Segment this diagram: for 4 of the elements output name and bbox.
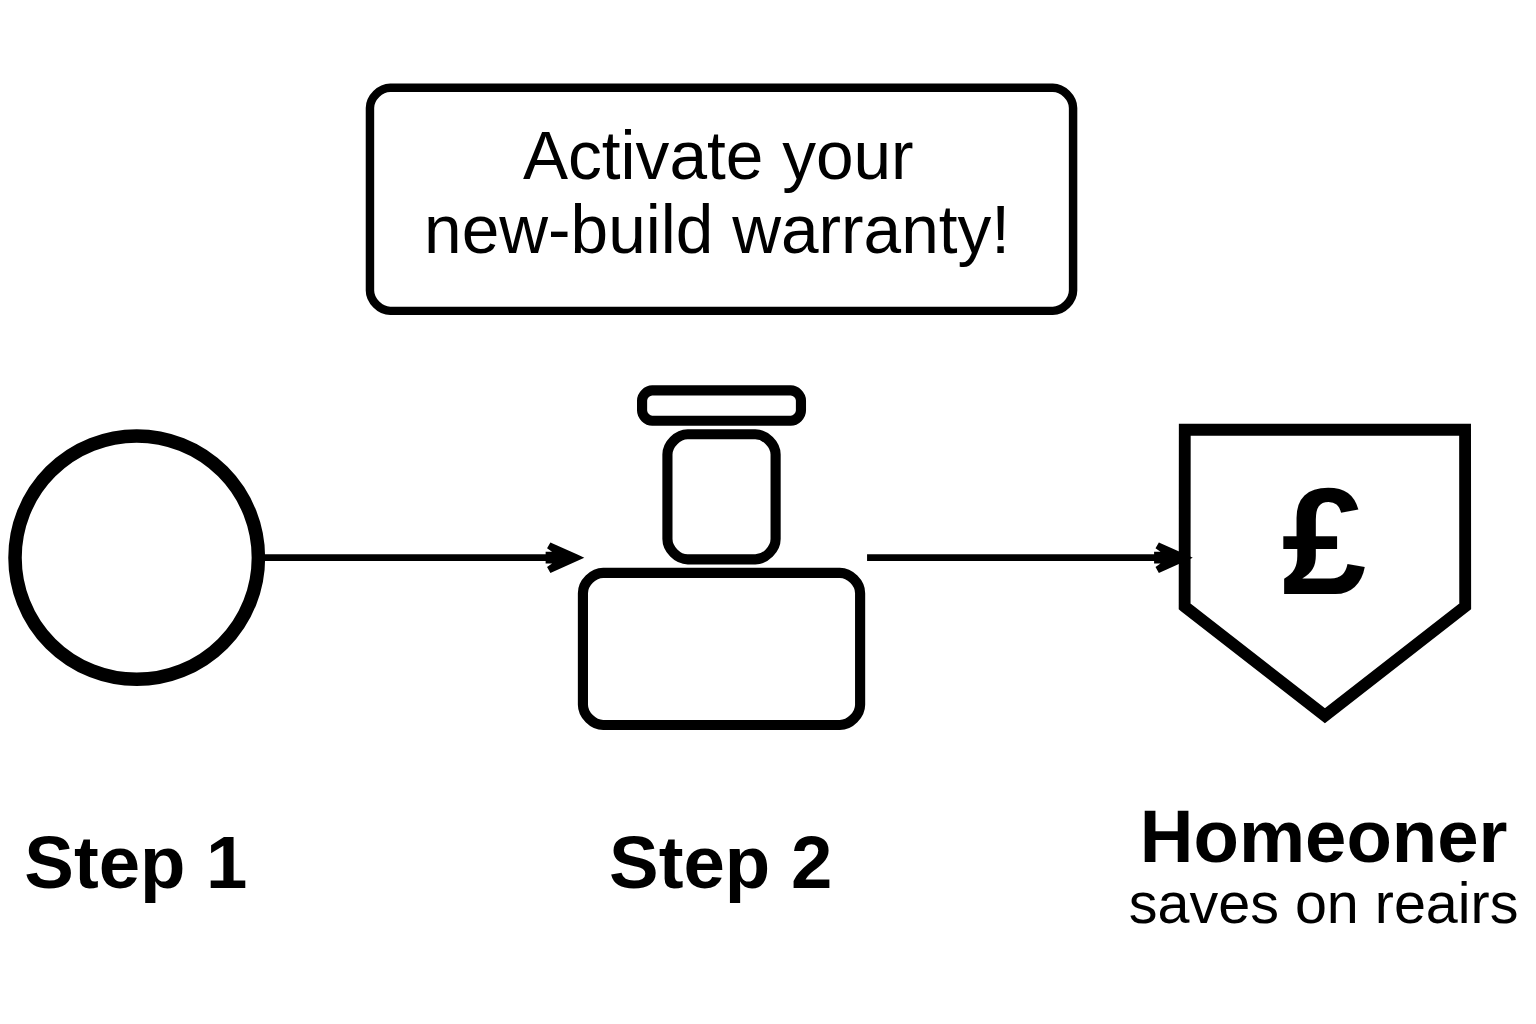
node-label: Step 2 [609,820,833,904]
node-box: Activate your new-build warranty! [365,83,1078,316]
node-label: Step 1 [24,820,248,904]
node-circle [8,429,266,687]
